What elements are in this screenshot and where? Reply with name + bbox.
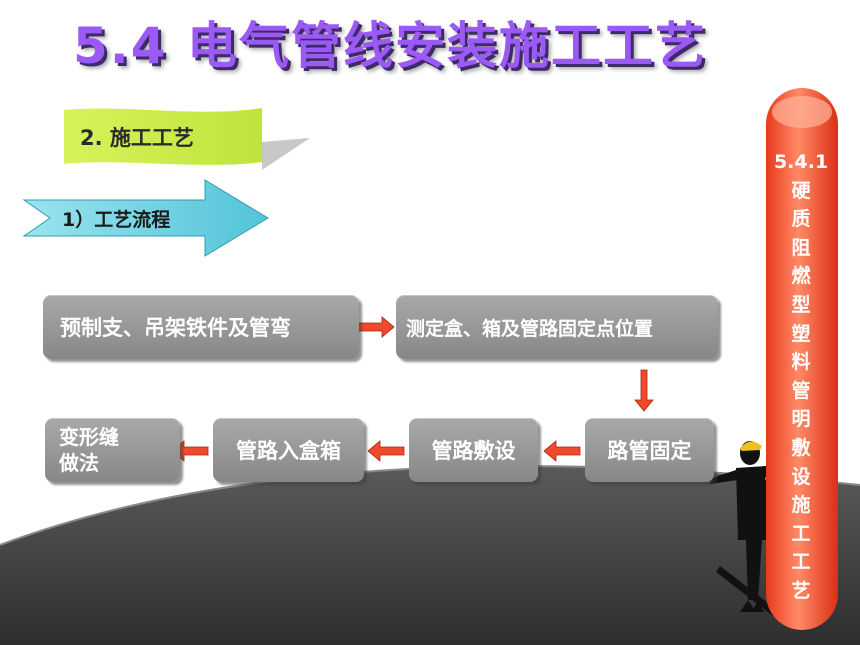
flow-step-measure: 测定盒、箱及管路固定点位置 (396, 295, 718, 359)
connector-arrow-left-1 (543, 440, 581, 462)
flow-step-text: 测定盒、箱及管路固定点位置 (406, 317, 654, 340)
flow-step-lay: 管路敷设 (409, 418, 538, 482)
flag-banner (64, 108, 262, 165)
flow-step-text: 路管固定 (607, 439, 692, 463)
side-pill-top (772, 96, 832, 128)
connector-arrow-down (634, 369, 654, 412)
slide-title: 5.4 电气管线安装施工工艺 (73, 17, 707, 75)
flow-step-box: 管路入盒箱 (213, 418, 364, 482)
side-pill (766, 88, 838, 630)
flow-step-text: 预制支、吊架铁件及管弯 (60, 316, 291, 340)
section-label: 2. 施工工艺 (80, 126, 194, 150)
step-label: 1）工艺流程 (62, 209, 171, 231)
flow-step-fix: 路管固定 (585, 418, 714, 482)
flow-step-text: 变形缝 做法 (59, 425, 119, 475)
connector-arrow-right (355, 316, 395, 338)
flow-step-text: 管路入盒箱 (236, 439, 341, 463)
bottom-band (0, 466, 860, 645)
connector-arrow-left-2 (367, 440, 405, 462)
flow-step-text: 管路敷设 (431, 439, 516, 463)
side-pill-text: 5.4.1 硬 质 阻 燃 型 塑 料 管 明 敷 设 施 工 工 艺 (773, 151, 829, 602)
step-arrow (22, 179, 269, 257)
flow-step-joint: 变形缝 做法 (45, 418, 180, 482)
flag-shadow (262, 138, 310, 170)
flow-step-prefab: 预制支、吊架铁件及管弯 (43, 295, 359, 359)
